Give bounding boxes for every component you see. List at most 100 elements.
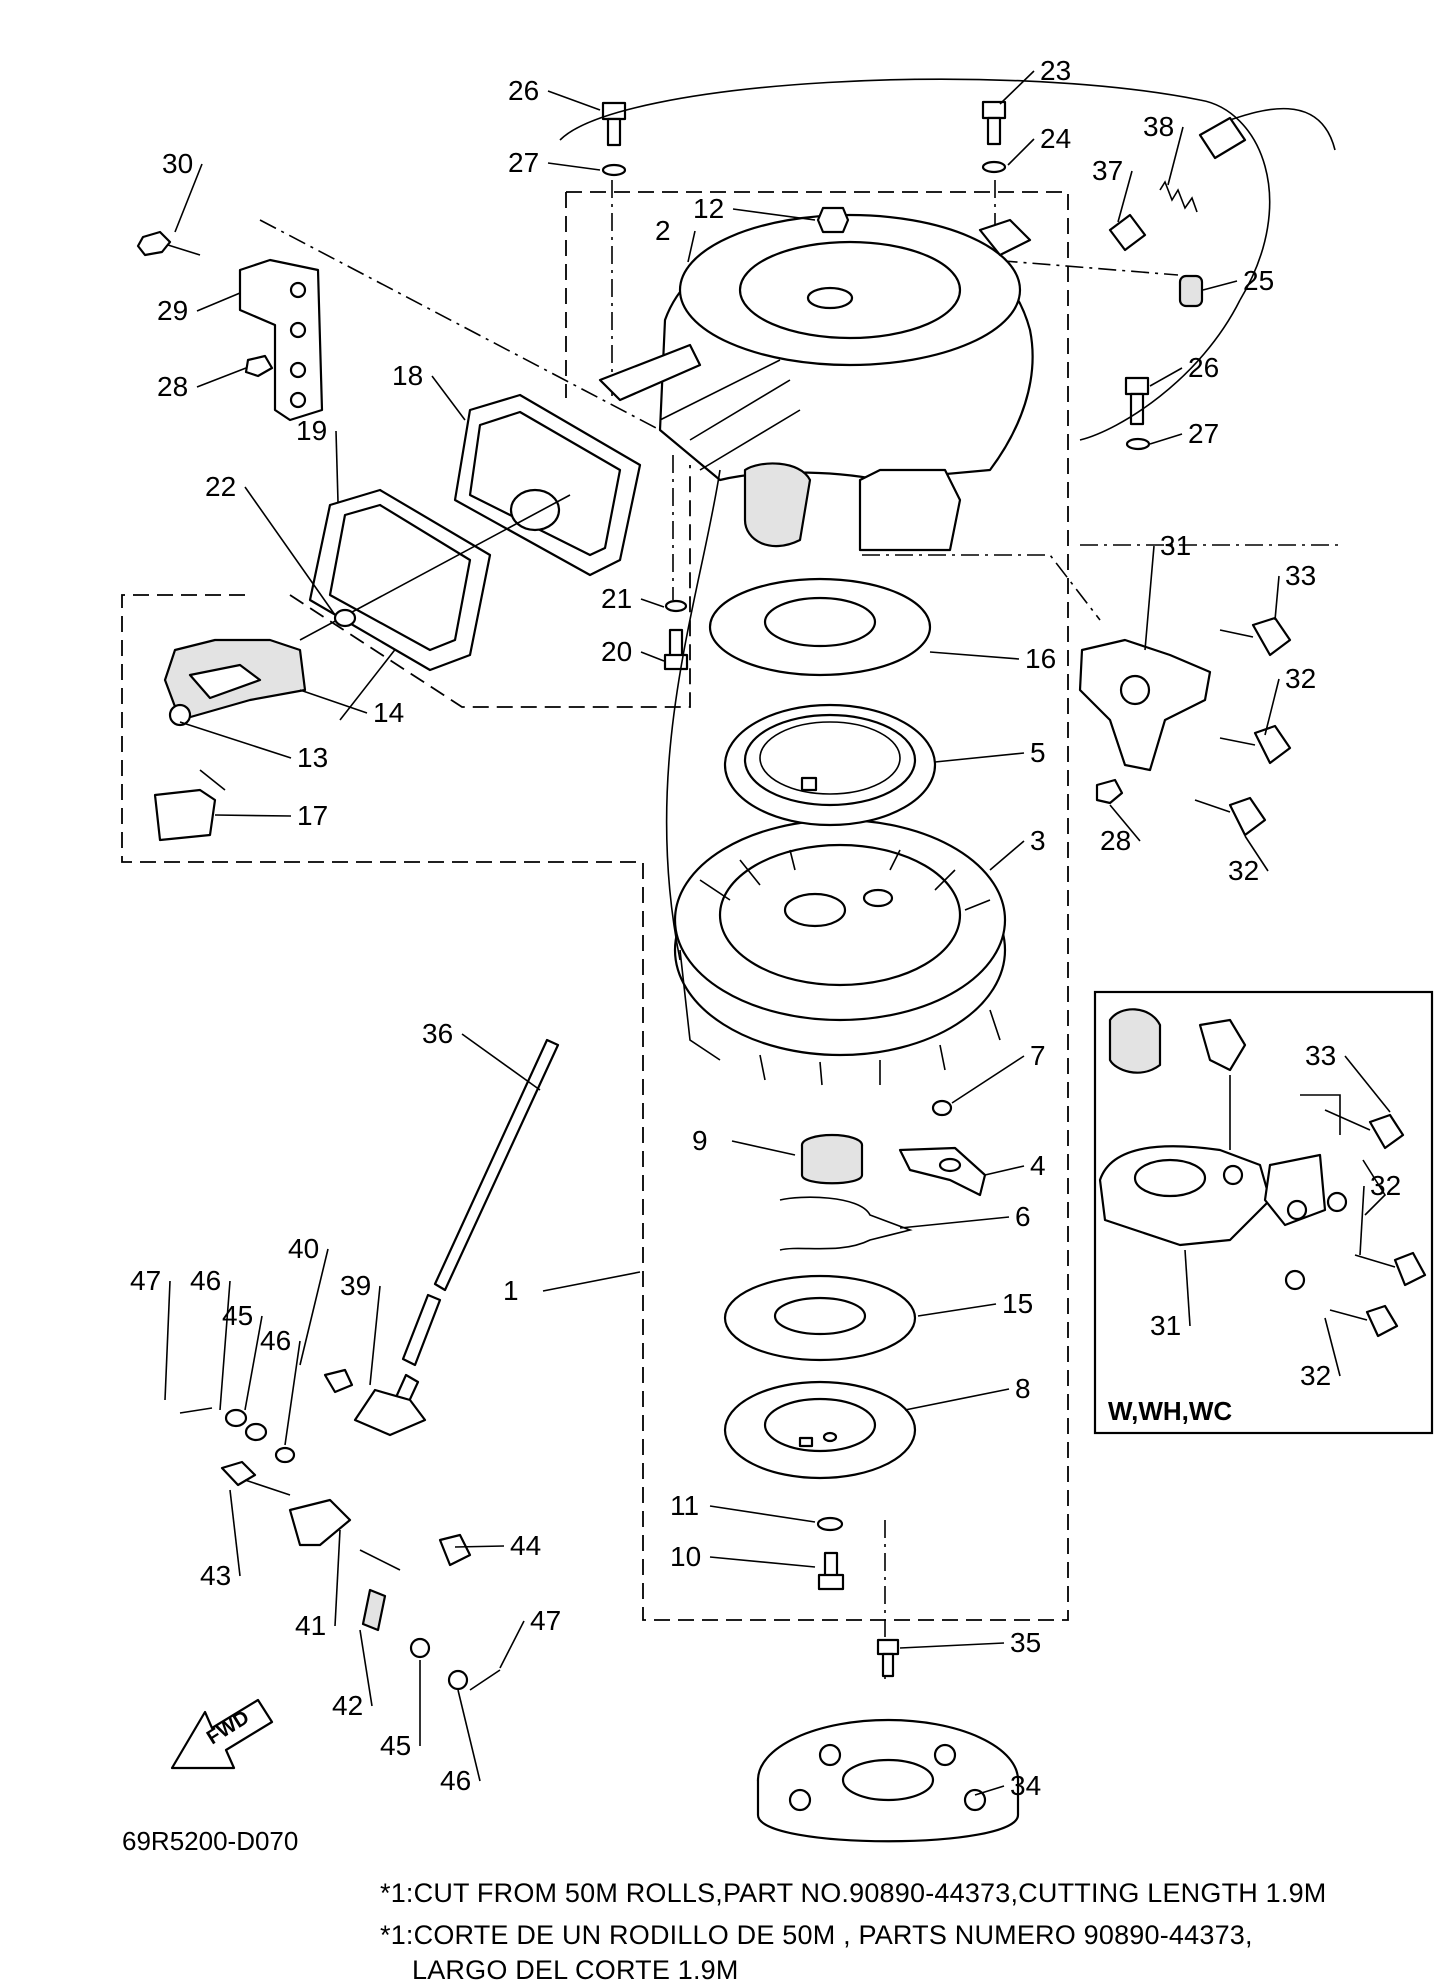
callout-number-c26a: 26 [508, 75, 539, 106]
callout-number-c45b: 45 [380, 1730, 411, 1761]
callout-leader-c8 [904, 1388, 1010, 1411]
note-spanish-1: *1:CORTE DE UN RODILLO DE 50M , PARTS NU… [380, 1920, 1253, 1950]
callout-number-c41: 41 [295, 1610, 326, 1641]
callout-leader-c17 [214, 814, 292, 817]
callout-number-c17: 17 [297, 800, 328, 831]
callout-leader-c47b [499, 1620, 525, 1669]
plate-part [708, 577, 932, 677]
callout-number-c4: 4 [1030, 1150, 1046, 1181]
callout-number-c46a: 46 [190, 1265, 221, 1296]
callout-leader-c13 [179, 721, 292, 759]
callout-number-c7: 7 [1030, 1040, 1046, 1071]
spring-part [723, 703, 937, 827]
callout-leader-c22 [244, 486, 336, 616]
callout-number-c33b: 33 [1305, 1040, 1336, 1071]
callout-number-c40: 40 [288, 1233, 319, 1264]
callout-leader-c44 [454, 1545, 505, 1548]
callout-number-c8: 8 [1015, 1373, 1031, 1404]
callout-leader-c32c [1359, 1185, 1365, 1256]
callout-leader-c33b [1344, 1055, 1391, 1113]
callout-leader-c11 [709, 1505, 816, 1523]
callout-number-c19: 19 [296, 415, 327, 446]
callout-leader-c23 [999, 70, 1035, 105]
callout-leader-c19 [335, 430, 339, 503]
callout-leader-c27b [1149, 433, 1183, 445]
callout-leader-c15 [917, 1303, 997, 1317]
callout-leader-c38 [1167, 126, 1184, 186]
callout-leader-c28b [1109, 804, 1141, 842]
callout-leader-c5 [934, 752, 1025, 763]
callout-leader-c21 [640, 598, 665, 608]
callout-leader-c47a [164, 1280, 171, 1401]
callout-number-c15: 15 [1002, 1288, 1033, 1319]
starter-case-part [598, 213, 1034, 552]
callout-number-c42: 42 [332, 1690, 363, 1721]
callout-leader-c26b [1149, 367, 1183, 387]
callout-leader-c41 [334, 1529, 341, 1627]
callout-leader-c20 [640, 651, 665, 662]
callout-number-c18: 18 [392, 360, 423, 391]
note-spanish-2: LARGO DEL CORTE 1.9M [412, 1955, 739, 1985]
callout-number-c13: 13 [297, 742, 328, 773]
callout-number-c9: 9 [692, 1125, 708, 1156]
callout-leader-c30 [174, 163, 203, 233]
callout-number-c6: 6 [1015, 1201, 1031, 1232]
callout-number-c31b: 31 [1150, 1310, 1181, 1341]
callout-leader-c3 [989, 840, 1025, 871]
callout-number-c14: 14 [373, 697, 404, 728]
callout-leader-c14 [299, 689, 368, 714]
callout-number-c37: 37 [1092, 155, 1123, 186]
drive-plate-part [723, 1380, 917, 1480]
callout-number-c34: 34 [1010, 1770, 1041, 1801]
handle-bracket-parts [136, 230, 324, 422]
callout-number-c1: 1 [503, 1275, 519, 1306]
alignment-lines [199, 180, 1340, 1680]
callout-leader-c36 [461, 1033, 541, 1091]
callout-number-c30: 30 [162, 148, 193, 179]
callout-number-c46b: 46 [260, 1325, 291, 1356]
callout-leader-c1 [542, 1271, 641, 1292]
callout-number-c47b: 47 [530, 1605, 561, 1636]
callout-number-c2: 2 [655, 215, 671, 246]
starter-cable [559, 78, 1271, 961]
callout-leader-c6 [899, 1216, 1010, 1229]
callout-number-c28a: 28 [157, 371, 188, 402]
callout-number-c20: 20 [601, 636, 632, 667]
callout-number-c12: 12 [693, 193, 724, 224]
callout-leader-c4 [984, 1165, 1025, 1176]
callout-labels: 1234567891011121314151617181920212223242… [130, 55, 1401, 1801]
callout-number-c24: 24 [1040, 123, 1071, 154]
callout-leader-c10 [709, 1556, 816, 1568]
callout-leader-c32d [1324, 1317, 1341, 1377]
callout-leader-c46b [284, 1340, 301, 1446]
callout-number-c38: 38 [1143, 111, 1174, 142]
callout-number-c26b: 26 [1188, 352, 1219, 383]
callout-leader-c32a [1264, 678, 1280, 736]
callout-number-c39: 39 [340, 1270, 371, 1301]
callout-number-c3: 3 [1030, 825, 1046, 856]
callout-leader-c2 [687, 230, 696, 263]
callout-leader-c24 [1007, 138, 1035, 166]
callout-number-c25: 25 [1243, 265, 1274, 296]
callout-leader-c7 [951, 1055, 1025, 1104]
callout-leader-c46a [219, 1280, 231, 1411]
note-english: *1:CUT FROM 50M ROLLS,PART NO.90890-4437… [380, 1878, 1327, 1908]
inset-variant-label: W,WH,WC [1108, 1396, 1232, 1426]
callout-number-c10: 10 [670, 1541, 701, 1572]
starter-pulley-cup-part [756, 1638, 1020, 1843]
callout-number-c32d: 32 [1300, 1360, 1331, 1391]
sheave-drum-part [673, 818, 1007, 1086]
callout-number-c32a: 32 [1285, 663, 1316, 694]
figure-code: 69R5200-D070 [122, 1826, 299, 1856]
callout-leader-c37 [1117, 170, 1133, 223]
callout-number-c11: 11 [670, 1490, 699, 1521]
callout-number-c47a: 47 [130, 1265, 161, 1296]
callout-leader-c34 [974, 1785, 1005, 1796]
callout-leader-c26a [547, 90, 601, 111]
callout-leader-c32b [1244, 835, 1269, 872]
callout-leader-c43 [229, 1489, 241, 1577]
callout-number-c43: 43 [200, 1560, 231, 1591]
start-in-gear-protection-parts [179, 1038, 560, 1691]
forward-direction-arrow: FWD [170, 1698, 274, 1770]
